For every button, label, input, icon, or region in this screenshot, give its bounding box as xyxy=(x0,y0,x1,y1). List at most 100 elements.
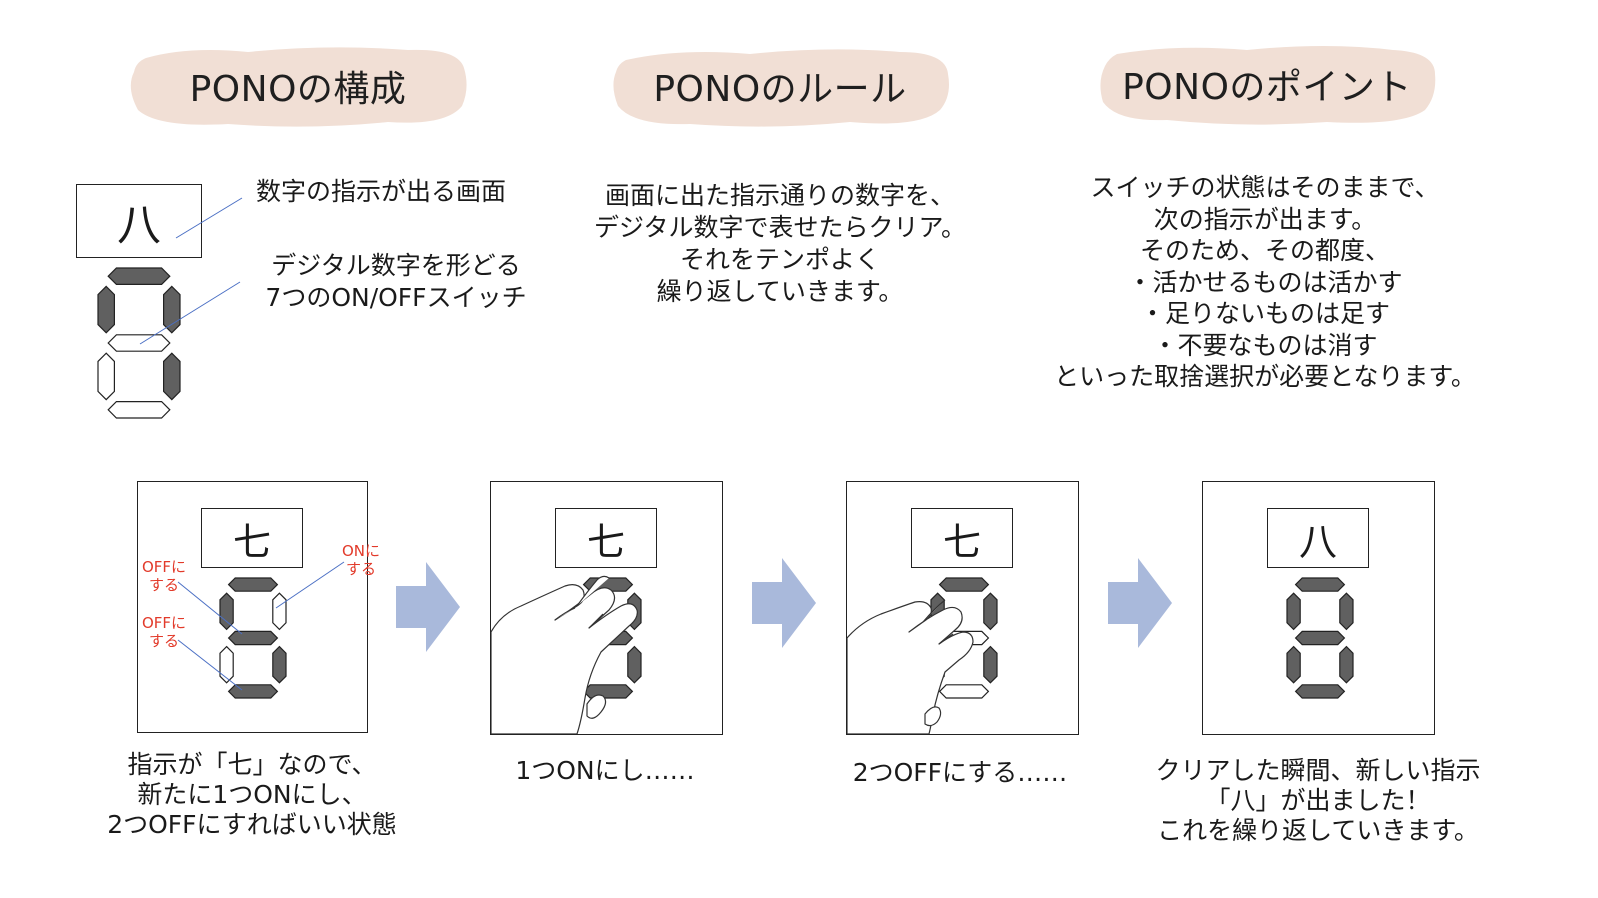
step-2-screen: 七 xyxy=(555,508,657,568)
points-line: 次の指示が出ます。 xyxy=(1153,204,1377,234)
annotation-off-1: OFFに する xyxy=(138,558,190,594)
step-4-kanji: 八 xyxy=(1298,519,1337,564)
segment-middle-off[interactable] xyxy=(107,334,171,352)
segment-bottom-right-on[interactable] xyxy=(983,645,998,684)
segment-top-left-on[interactable] xyxy=(219,592,234,631)
segment-middle-on[interactable] xyxy=(227,630,279,646)
step-1-caption: 指示が「七」なので、 新たに1つONにし、 2つOFFにすればいい状態 xyxy=(72,750,432,840)
annotation-text: する xyxy=(148,576,179,594)
heading-structure: PONOの構成 xyxy=(128,44,468,128)
segment-bottom-right-on[interactable] xyxy=(162,352,181,401)
segment-bottom-right-on[interactable] xyxy=(272,645,287,684)
caption-line: 2つOFFにすればいい状態 xyxy=(107,810,397,839)
heading-points: PONOのポイント xyxy=(1097,42,1437,126)
segment-top-on[interactable] xyxy=(227,577,279,592)
heading-bg-blob xyxy=(130,47,467,127)
annotation-lines xyxy=(177,561,345,691)
caption-line: 1つONにし…… xyxy=(515,756,695,785)
step-4-screen: 八 xyxy=(1267,508,1369,568)
step-2-kanji: 七 xyxy=(586,519,625,564)
annotation-line xyxy=(177,581,243,635)
caption-line: クリアした瞬間、新しい指示 xyxy=(1155,756,1481,785)
segment-middle-on[interactable] xyxy=(1294,630,1346,646)
step-1-panel: 七 OFFに する ONに する OFFに する xyxy=(137,481,380,733)
annotation-text: する xyxy=(148,632,179,650)
annotation-text: OFFに xyxy=(141,614,187,632)
step-3-panel: 七 xyxy=(846,481,1079,735)
step-1-screen: 七 xyxy=(201,508,303,568)
caption-line: 2つOFFにする…… xyxy=(852,758,1068,787)
heading-rules-text: PONOのルール xyxy=(653,69,907,110)
rules-text: 画面に出た指示通りの数字を、 デジタル数字で表せたらクリア。 それをテンポよく … xyxy=(560,180,1000,308)
instruction-screen: 八 xyxy=(76,184,202,258)
step-4-panel: 八 xyxy=(1202,481,1435,735)
annotation-text: OFFに xyxy=(141,558,187,576)
label-switch-line-2: 7つのON/OFFスイッチ xyxy=(265,283,527,312)
rules-line: 画面に出た指示通りの数字を、 xyxy=(604,181,955,210)
points-line: スイッチの状態はそのままで、 xyxy=(1090,173,1440,202)
segment-bottom-off[interactable] xyxy=(107,401,171,419)
label-switch: デジタル数字を形どる 7つのON/OFFスイッチ xyxy=(250,250,542,314)
step-2-panel: 七 xyxy=(490,481,723,735)
segment-bottom-right-on[interactable] xyxy=(627,645,642,684)
annotation-off-2: OFFに する xyxy=(138,614,190,650)
label-switch-line-1: デジタル数字を形どる xyxy=(271,251,521,280)
segment-top-left-on[interactable] xyxy=(1286,592,1301,631)
segment-bottom-off[interactable] xyxy=(938,684,990,699)
step-2-caption: 1つONにし…… xyxy=(470,755,740,787)
segment-top-left-on[interactable] xyxy=(97,285,115,334)
label-screen: 数字の指示が出る画面 xyxy=(256,177,507,206)
step-1-kanji: 七 xyxy=(232,519,271,564)
segment-top-right-on[interactable] xyxy=(1339,592,1354,631)
segment-bottom-left-off[interactable] xyxy=(97,352,115,401)
segment-bottom-left-off[interactable] xyxy=(219,645,234,684)
points-line: そのため、その都度、 xyxy=(1139,236,1390,265)
annotation-line xyxy=(177,639,243,691)
arrow-right-icon xyxy=(1108,558,1172,648)
rules-line: それをテンポよく xyxy=(679,245,880,274)
segment-bottom-on[interactable] xyxy=(1294,684,1346,699)
heading-bg-blob xyxy=(1100,46,1436,125)
annotation-line xyxy=(275,561,345,609)
segment-bottom-on[interactable] xyxy=(582,684,634,699)
annotation-text: ONに xyxy=(341,542,381,560)
segment-bottom-left-on[interactable] xyxy=(1286,645,1301,684)
segment-top-right-off[interactable] xyxy=(272,592,287,631)
segment-bottom-right-on[interactable] xyxy=(1339,645,1354,684)
caption-line: 「八」が出ました！ xyxy=(1205,786,1431,815)
step-3-caption: 2つOFFにする…… xyxy=(820,757,1100,789)
step-3-kanji: 七 xyxy=(942,519,981,564)
hand-icon xyxy=(847,599,974,734)
hand-icon xyxy=(491,575,638,734)
heading-points-text: PONOのポイント xyxy=(1122,67,1412,108)
seven-segment-display xyxy=(1286,577,1354,699)
annotation-on: ONに する xyxy=(335,542,387,578)
points-line: ・不要なものは消す xyxy=(1152,330,1378,360)
step-4-caption: クリアした瞬間、新しい指示 「八」が出ました！ これを繰り返していきます。 xyxy=(1130,756,1506,846)
points-line: ・活かせるものは活かす xyxy=(1127,267,1403,297)
arrow-right-icon xyxy=(752,558,816,648)
annotation-text: する xyxy=(345,560,376,578)
caption-line: 指示が「七」なので、 xyxy=(127,750,377,779)
instruction-kanji: 八 xyxy=(117,200,161,251)
segment-top-right-on[interactable] xyxy=(983,592,998,631)
segment-top-on[interactable] xyxy=(1294,577,1346,592)
leader-line-switch xyxy=(139,281,241,345)
points-line: といった取捨選択が必要となります。 xyxy=(1054,362,1476,391)
heading-bg-blob xyxy=(613,49,949,127)
seven-segment-display xyxy=(219,577,287,699)
points-text: スイッチの状態はそのままで、 次の指示が出ます。 そのため、その都度、 ・活かせ… xyxy=(1030,172,1500,393)
rules-line: デジタル数字で表せたらクリア。 xyxy=(593,213,966,242)
rules-line: 繰り返していきます。 xyxy=(656,277,904,306)
leader-line-screen xyxy=(175,197,243,239)
segment-top-on[interactable] xyxy=(938,577,990,592)
points-line: ・足りないものは足す xyxy=(1139,299,1390,328)
step-3-screen: 七 xyxy=(911,508,1013,568)
caption-line: 新たに1つONにし、 xyxy=(137,780,367,809)
caption-line: これを繰り返していきます。 xyxy=(1157,816,1479,845)
arrow-right-icon xyxy=(396,562,460,652)
heading-structure-text: PONOの構成 xyxy=(189,69,407,110)
segment-top-on[interactable] xyxy=(107,267,171,285)
heading-rules: PONOのルール xyxy=(610,44,950,128)
